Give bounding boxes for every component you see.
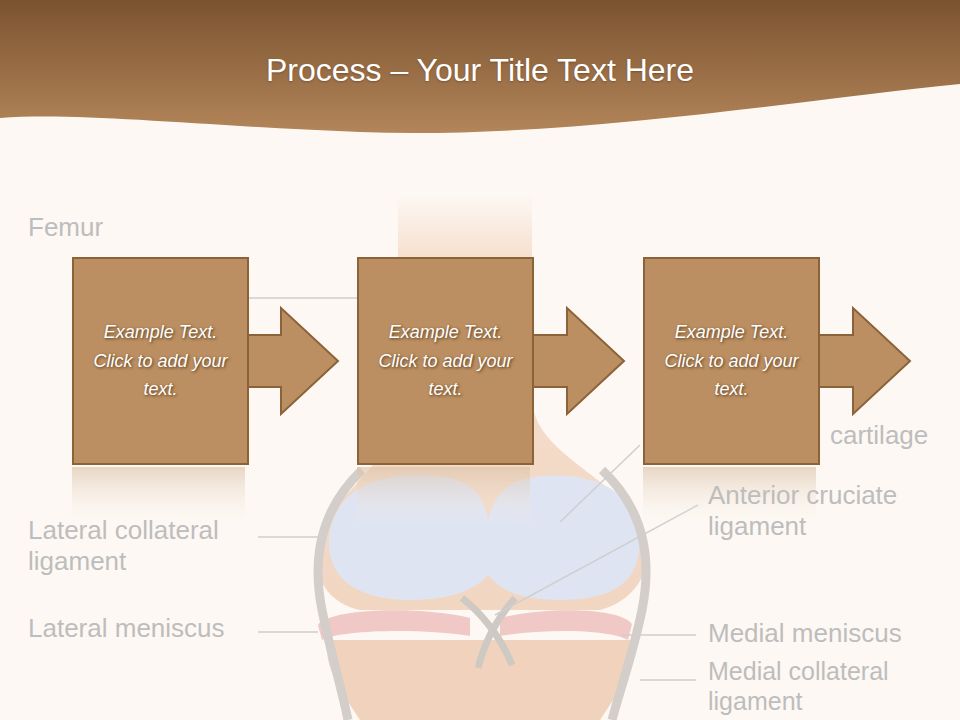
part-label: Lateral meniscus	[28, 613, 225, 644]
part-label: Lateral collateral ligament	[28, 515, 256, 577]
leader-line	[258, 536, 318, 538]
medial-collateral-ligament	[602, 470, 646, 720]
leader-line	[258, 631, 318, 633]
leader-line	[640, 679, 696, 681]
box-text: Example Text. Click to add your text.	[84, 318, 237, 404]
title-area: Process – Your Title Text Here	[0, 52, 960, 89]
process-box: Example Text. Click to add your text.	[643, 257, 820, 465]
femur-bone	[317, 195, 648, 610]
part-label: Medial collateral ligament	[708, 656, 953, 716]
process-box: Example Text. Click to add your text.	[357, 257, 534, 465]
part-label: cartilage	[830, 420, 928, 451]
leader-line	[560, 445, 640, 522]
process-box: Example Text. Click to add your text.	[72, 257, 249, 465]
part-label: Anterior cruciate ligament	[708, 480, 953, 542]
lateral-collateral-ligament	[318, 470, 362, 720]
part-label: Medial meniscus	[708, 618, 902, 649]
process-arrow	[532, 308, 624, 414]
process-arrow	[247, 308, 338, 414]
box-reflection	[357, 467, 530, 527]
cruciate-ligament	[478, 598, 515, 668]
box-text: Example Text. Click to add your text.	[369, 318, 522, 404]
process-arrow	[813, 308, 910, 414]
part-label: Femur	[28, 212, 103, 243]
box-text: Example Text. Click to add your text.	[655, 318, 808, 404]
leader-line	[622, 634, 696, 636]
medial-meniscus	[500, 610, 632, 640]
lateral-meniscus	[318, 610, 470, 640]
header-band	[0, 0, 960, 133]
slide-title: Process – Your Title Text Here	[266, 52, 694, 89]
